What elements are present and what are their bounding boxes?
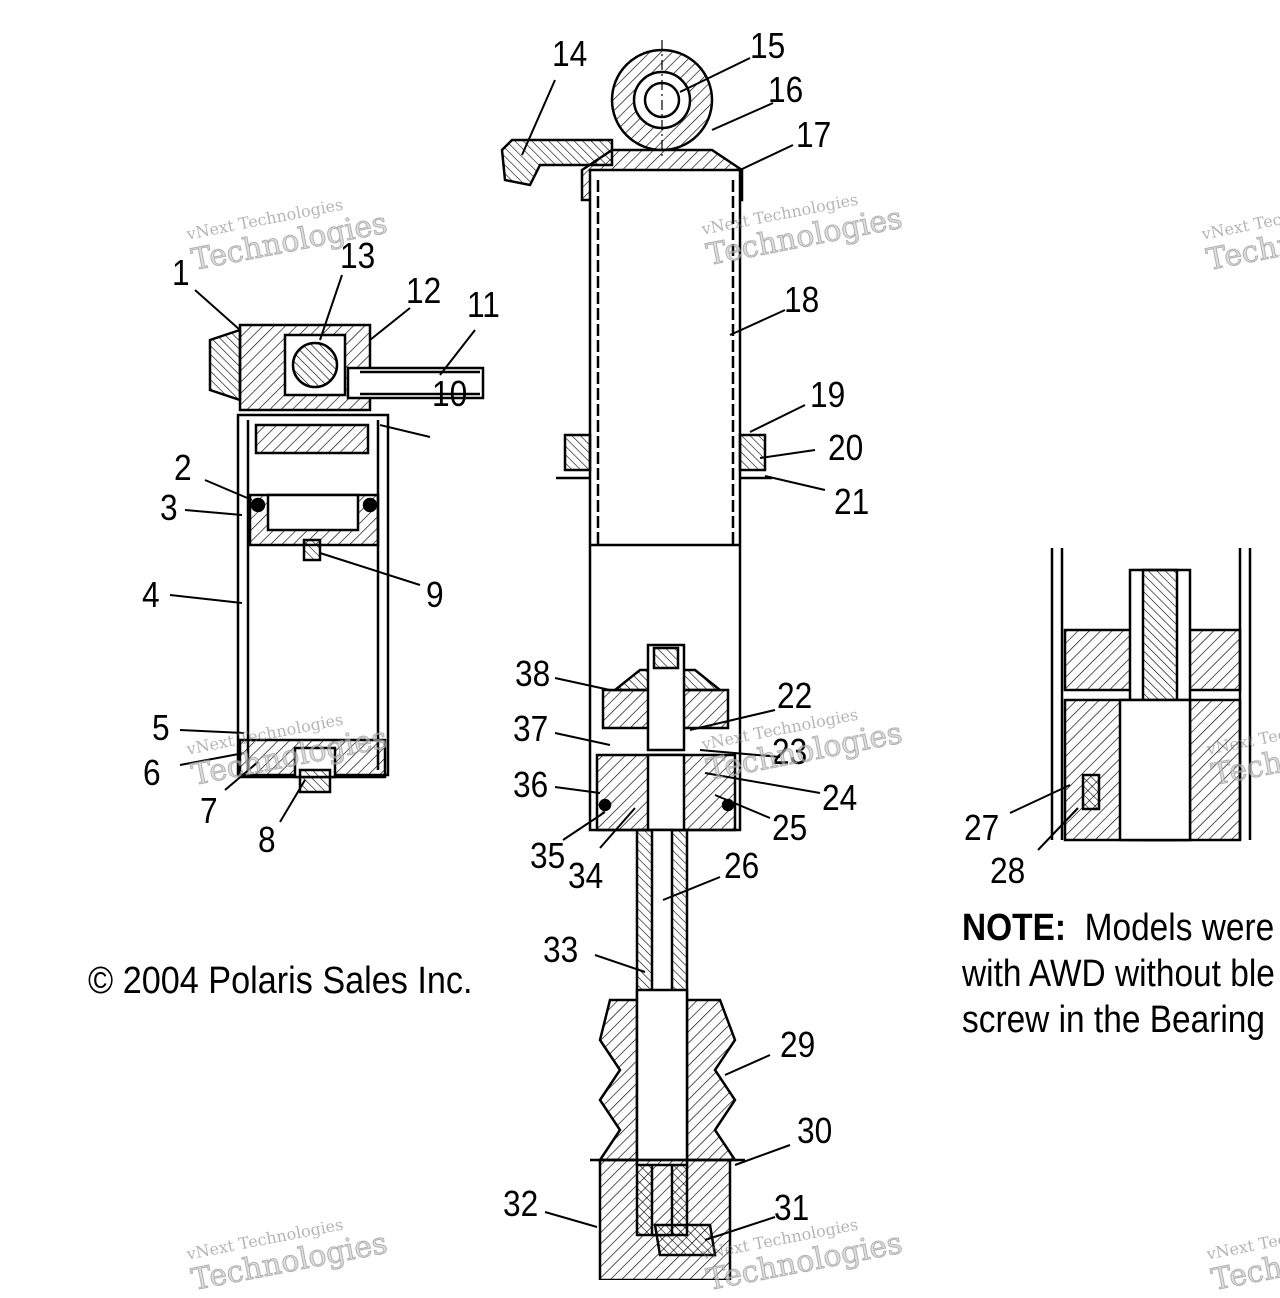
leader-lines: [169, 57, 1079, 1241]
callout-7: 7: [200, 790, 218, 831]
note-line-3: screw in the Bearing: [962, 999, 1265, 1041]
callout-5: 5: [152, 707, 170, 748]
callout-9: 9: [426, 574, 444, 615]
callout-6: 6: [143, 752, 161, 793]
callout-27: 27: [964, 807, 1000, 848]
callout-16: 16: [768, 69, 804, 110]
callout-31: 31: [774, 1187, 810, 1228]
callout-10: 10: [432, 373, 468, 414]
note-text: NOTE: Models were with AWD without ble s…: [962, 905, 1275, 1043]
callout-21: 21: [834, 481, 870, 522]
callout-13: 13: [340, 235, 376, 276]
callout-11: 11: [467, 284, 500, 325]
callout-25: 25: [772, 807, 808, 848]
callout-23: 23: [772, 731, 808, 772]
callout-18: 18: [784, 279, 820, 320]
callout-36: 36: [513, 764, 549, 805]
callout-22: 22: [777, 675, 813, 716]
callout-17: 17: [796, 114, 832, 155]
reservoir: [208, 323, 485, 794]
callout-29: 29: [780, 1024, 816, 1065]
inset-detail: [1050, 548, 1252, 842]
callout-8: 8: [258, 819, 276, 860]
callout-35: 35: [530, 835, 566, 876]
callout-28: 28: [990, 850, 1026, 891]
callout-15: 15: [750, 25, 786, 66]
callout-34: 34: [568, 855, 604, 896]
callout-30: 30: [797, 1110, 833, 1151]
callout-26: 26: [724, 845, 760, 886]
callout-14: 14: [552, 33, 588, 74]
callout-19: 19: [810, 374, 846, 415]
callout-4: 4: [142, 574, 160, 615]
callout-1: 1: [172, 252, 190, 293]
callout-38: 38: [515, 653, 551, 694]
callout-37: 37: [513, 708, 549, 749]
note-label: NOTE:: [962, 907, 1067, 949]
callout-12: 12: [406, 270, 442, 311]
main-shock: [500, 40, 772, 1280]
copyright-text: © 2004 Polaris Sales Inc.: [88, 960, 473, 1002]
callout-33: 33: [543, 929, 579, 970]
callout-20: 20: [828, 427, 864, 468]
callout-24: 24: [822, 777, 858, 818]
note-line-1: Models were: [1084, 907, 1275, 949]
callout-32: 32: [503, 1183, 539, 1224]
note-line-2: with AWD without ble: [962, 953, 1275, 995]
callout-3: 3: [160, 487, 178, 528]
callout-2: 2: [174, 447, 192, 488]
